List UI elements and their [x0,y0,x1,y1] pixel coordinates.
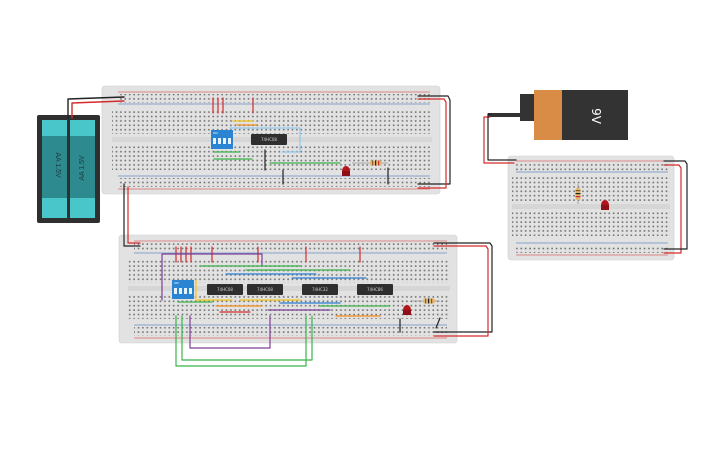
wire-black[interactable] [417,95,451,185]
resistor-icon[interactable] [575,184,581,204]
resistor-icon[interactable] [412,298,440,304]
led-icon[interactable] [403,305,411,315]
aa-cell-label: AA 1.5V [79,155,86,181]
chip-label: 74HC08 [261,137,277,142]
chip-top[interactable]: 74HC08 [251,134,287,145]
dip-label: ON [174,281,179,285]
chip-label: 74HC32 [312,287,328,292]
led-icon[interactable] [342,166,350,176]
wire-purple[interactable] [161,253,263,301]
chip-bottom-3[interactable]: 74HC32 [302,284,338,295]
dip-label: ON [213,131,218,135]
wire-purple[interactable] [189,315,271,349]
wire-black[interactable] [487,113,517,161]
wire-red[interactable] [417,98,447,189]
wire-black[interactable] [67,96,125,119]
led-icon[interactable] [601,200,609,210]
wire-red[interactable] [71,100,125,119]
chip-bottom-4[interactable]: 74HC86 [357,284,393,295]
chip-bottom-1[interactable]: 74HC08 [207,284,243,295]
wire-lightblue[interactable] [229,127,301,153]
dip-switch-icon[interactable]: ON [211,130,233,149]
wire-black[interactable] [123,183,141,247]
wire-red[interactable] [483,116,515,164]
wire-black[interactable] [433,242,493,333]
battery-9v-icon[interactable]: 9V [488,90,628,140]
battery-aa-pack-icon[interactable]: AA 1.5V AA 1.5V [37,115,100,223]
aa-cell-label: AA 1.5V [54,152,61,178]
resistor-icon[interactable] [352,160,388,166]
wire-red[interactable] [433,245,489,337]
wires [67,95,688,367]
chip-label: 74HC08 [257,287,273,292]
breadboard-right[interactable] [507,155,675,261]
chip-label: 74HC86 [367,287,383,292]
wire-green[interactable] [175,315,307,367]
chip-label: 74HC08 [217,287,233,292]
wire-black[interactable] [435,317,441,329]
breadboard-bottom[interactable] [118,234,458,344]
wire-black[interactable] [663,160,688,250]
wire-red[interactable] [127,186,141,244]
dip-switch-icon[interactable]: ON [172,280,194,299]
chip-bottom-2[interactable]: 74HC08 [247,284,283,295]
battery-9v-label: 9V [589,108,603,125]
wire-green[interactable] [181,315,313,361]
wire-red[interactable] [663,164,682,254]
